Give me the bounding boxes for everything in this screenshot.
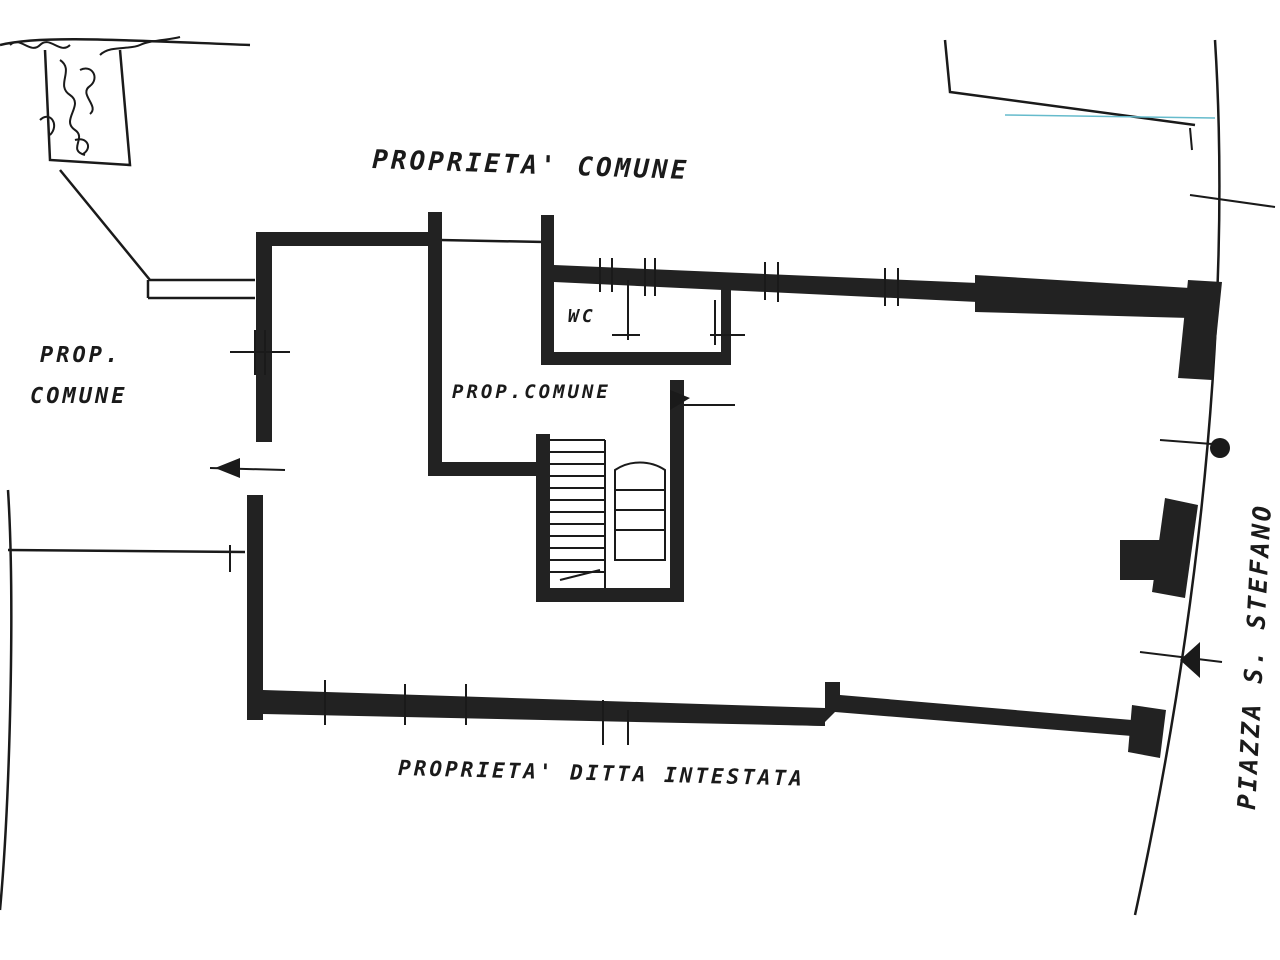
walls — [247, 212, 1222, 758]
label-wc: WC — [568, 306, 596, 327]
label-proprieta-comune-top: PROPRIETA' COMUNE — [372, 145, 690, 186]
label-prop-left: PROP. — [40, 343, 121, 368]
label-prop-comune-stair: PROP.COMUNE — [452, 381, 611, 403]
label-piazza-s-stefano: PIAZZA S. STEFANO — [1232, 502, 1277, 810]
staircase — [550, 439, 666, 588]
label-comune-left: COMUNE — [30, 384, 127, 409]
entrance-markers — [215, 390, 1230, 678]
boundary-lines — [0, 37, 1221, 916]
label-proprieta-ditta-intestata: PROPRIETA' DITTA INTESTATA — [398, 756, 805, 791]
window-marks — [209, 127, 1276, 745]
garden-hatching — [9, 36, 181, 156]
